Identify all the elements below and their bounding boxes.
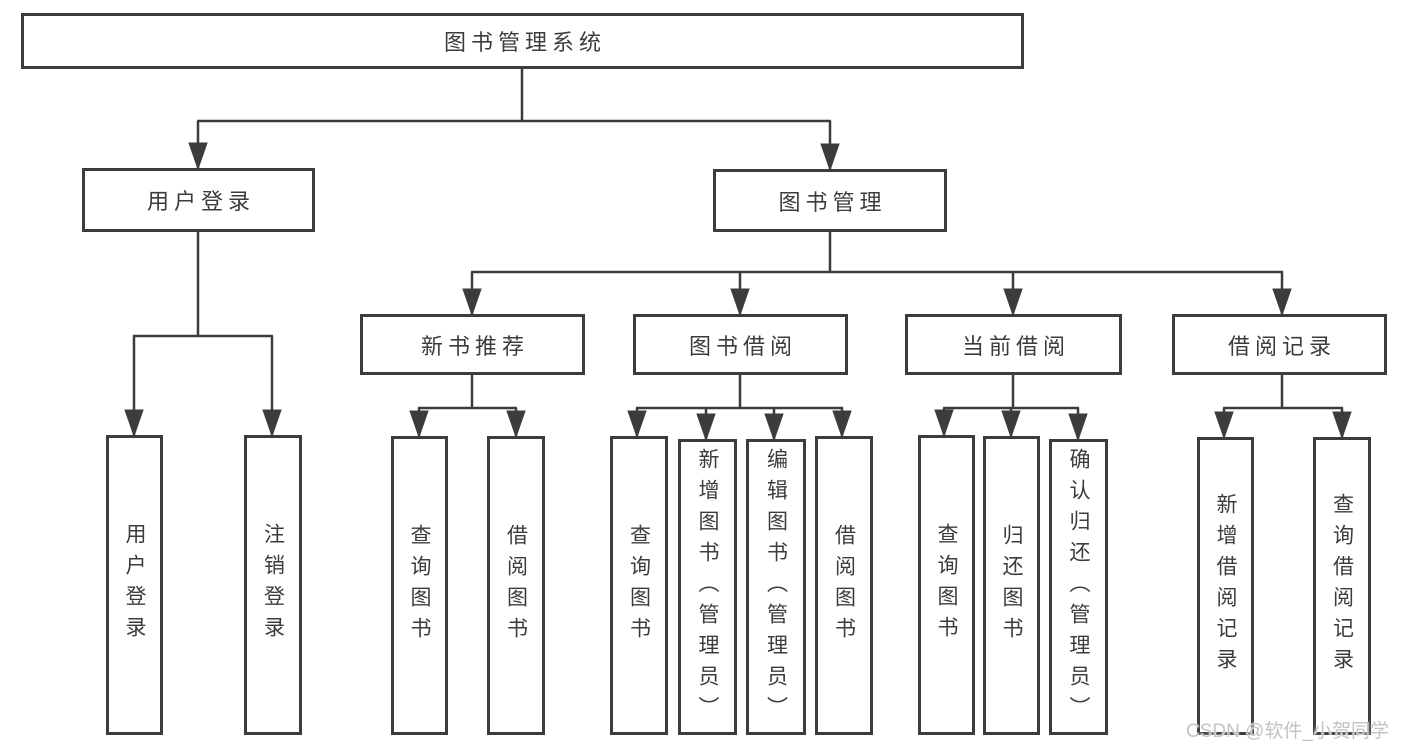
- node-book-borrowing: 图书借阅: [633, 314, 848, 375]
- node-library-management-system: 图书管理系统: [21, 13, 1024, 69]
- connector-current-borrowing-branch: [943, 375, 1079, 440]
- leaf-query-books-recommend: 查询图书: [391, 436, 448, 735]
- node-current-borrowing: 当前借阅: [905, 314, 1122, 375]
- connector-book-management-branch: [471, 232, 1283, 315]
- node-book-management: 图书管理: [713, 169, 947, 232]
- leaf-query-borrow-record: 查询借阅记录: [1313, 437, 1371, 735]
- node-user-login: 用户登录: [82, 168, 315, 232]
- leaf-edit-books-admin: 编辑图书（管理员）: [746, 439, 806, 735]
- leaf-confirm-return-admin: 确认归还（管理员）: [1049, 439, 1108, 735]
- watermark: CSDN @软件_小贺同学: [1186, 721, 1389, 742]
- connector-borrowing-records-branch: [1223, 375, 1343, 438]
- leaf-user-login: 用户登录: [106, 435, 163, 735]
- leaf-borrow-books-recommend: 借阅图书: [487, 436, 545, 735]
- leaf-borrow-books-borrowing: 借阅图书: [815, 436, 873, 735]
- connector-new-book-branch: [418, 375, 517, 437]
- node-borrowing-records: 借阅记录: [1172, 314, 1387, 375]
- leaf-add-books-admin: 新增图书（管理员）: [678, 439, 737, 735]
- connector-root-to-level2: [197, 67, 831, 170]
- leaf-query-books-borrowing: 查询图书: [610, 436, 668, 735]
- leaf-return-books: 归还图书: [983, 436, 1040, 735]
- node-new-book-recommend: 新书推荐: [360, 314, 585, 375]
- connector-book-borrowing-branch: [636, 375, 843, 440]
- leaf-logout: 注销登录: [244, 435, 302, 735]
- connector-user-login-branch: [133, 232, 273, 436]
- leaf-query-books-current: 查询图书: [918, 435, 975, 735]
- leaf-add-borrow-record: 新增借阅记录: [1197, 437, 1254, 735]
